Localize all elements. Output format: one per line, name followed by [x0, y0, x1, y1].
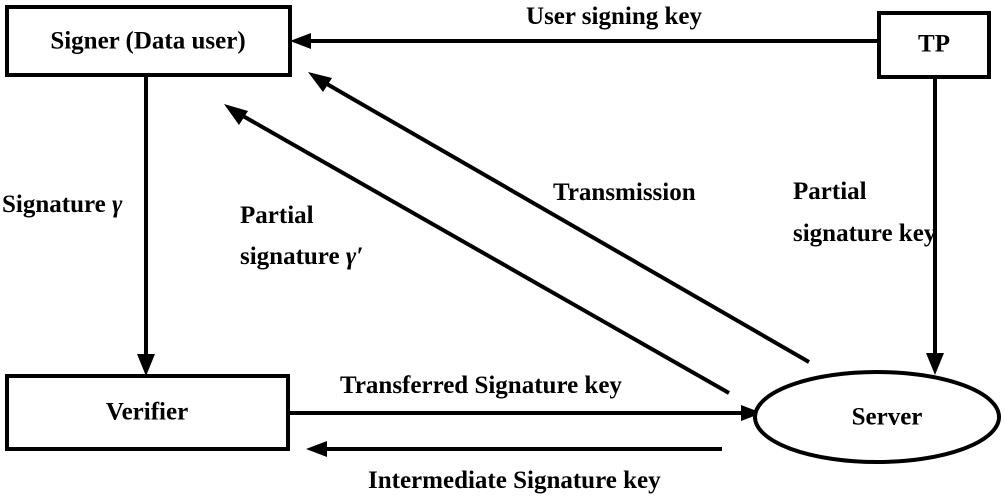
edge-label-signature-gamma: Signature γ — [2, 191, 123, 218]
edge-server-to-verifier — [306, 441, 722, 457]
node-verifier-box[interactable] — [5, 374, 290, 451]
edge-label-signature-gamma-word: Signature — [2, 191, 112, 218]
edge-tp-to-server-arrowhead — [926, 353, 944, 375]
edge-signer-to-verifier — [137, 76, 155, 376]
edge-verifier-to-server — [288, 405, 762, 421]
node-verifier[interactable]: Verifier — [5, 374, 290, 451]
node-signer[interactable]: Signer (Data user) — [5, 5, 292, 77]
edge-server-to-signer-transmission — [308, 72, 810, 364]
node-signer-box[interactable] — [5, 5, 292, 77]
edge-label-transmission: Transmission — [553, 179, 696, 206]
node-tp[interactable]: TP — [877, 11, 991, 79]
edge-tp-to-signer-arrowhead — [290, 33, 311, 49]
edge-server-to-signer-partial — [224, 104, 730, 395]
edge-label-partial-signature-line2: signature γ′ — [240, 243, 363, 270]
edge-label-partial-signature-key-line1: Partial — [793, 178, 867, 205]
edge-label-partial-signature-key-line2: signature key — [793, 220, 937, 247]
edge-label-partial-signature-line1: Partial — [240, 202, 314, 229]
edge-partial-signature-line — [235, 110, 730, 395]
edge-label-partial-signature-key: Partial signature key — [793, 178, 937, 247]
edge-signer-to-verifier-arrowhead — [137, 354, 155, 376]
edge-label-transferred-signature-key: Transferred Signature key — [340, 372, 622, 399]
edge-label-user-signing-key: User signing key — [526, 3, 702, 30]
edge-label-partial-signature: Partial signature γ′ — [240, 202, 363, 270]
node-tp-label: TP — [918, 31, 950, 58]
edge-tp-to-server — [926, 78, 944, 375]
edge-label-intermediate-signature-key: Intermediate Signature key — [368, 467, 661, 494]
edge-label-partial-signature-word: signature — [240, 243, 346, 270]
edge-tp-to-signer — [290, 33, 878, 49]
node-server-label: Server — [852, 404, 923, 431]
node-verifier-label: Verifier — [106, 399, 188, 426]
edge-partial-signature-arrowhead — [224, 104, 248, 125]
edge-label-signature-gamma-text: Signature γ — [2, 191, 123, 218]
node-signer-label: Signer (Data user) — [50, 28, 245, 55]
node-server-ellipse[interactable] — [753, 370, 1001, 464]
edge-verifier-to-server-arrowhead — [741, 405, 762, 421]
edge-transmission-line — [319, 78, 810, 364]
node-tp-box[interactable] — [877, 11, 991, 79]
edge-transmission-arrowhead — [308, 72, 332, 92]
edge-label-partial-signature-symbol: γ′ — [346, 243, 363, 270]
edge-server-to-verifier-arrowhead — [306, 441, 327, 457]
edge-label-signature-gamma-symbol: γ — [112, 191, 123, 218]
node-server[interactable]: Server — [753, 370, 1001, 464]
